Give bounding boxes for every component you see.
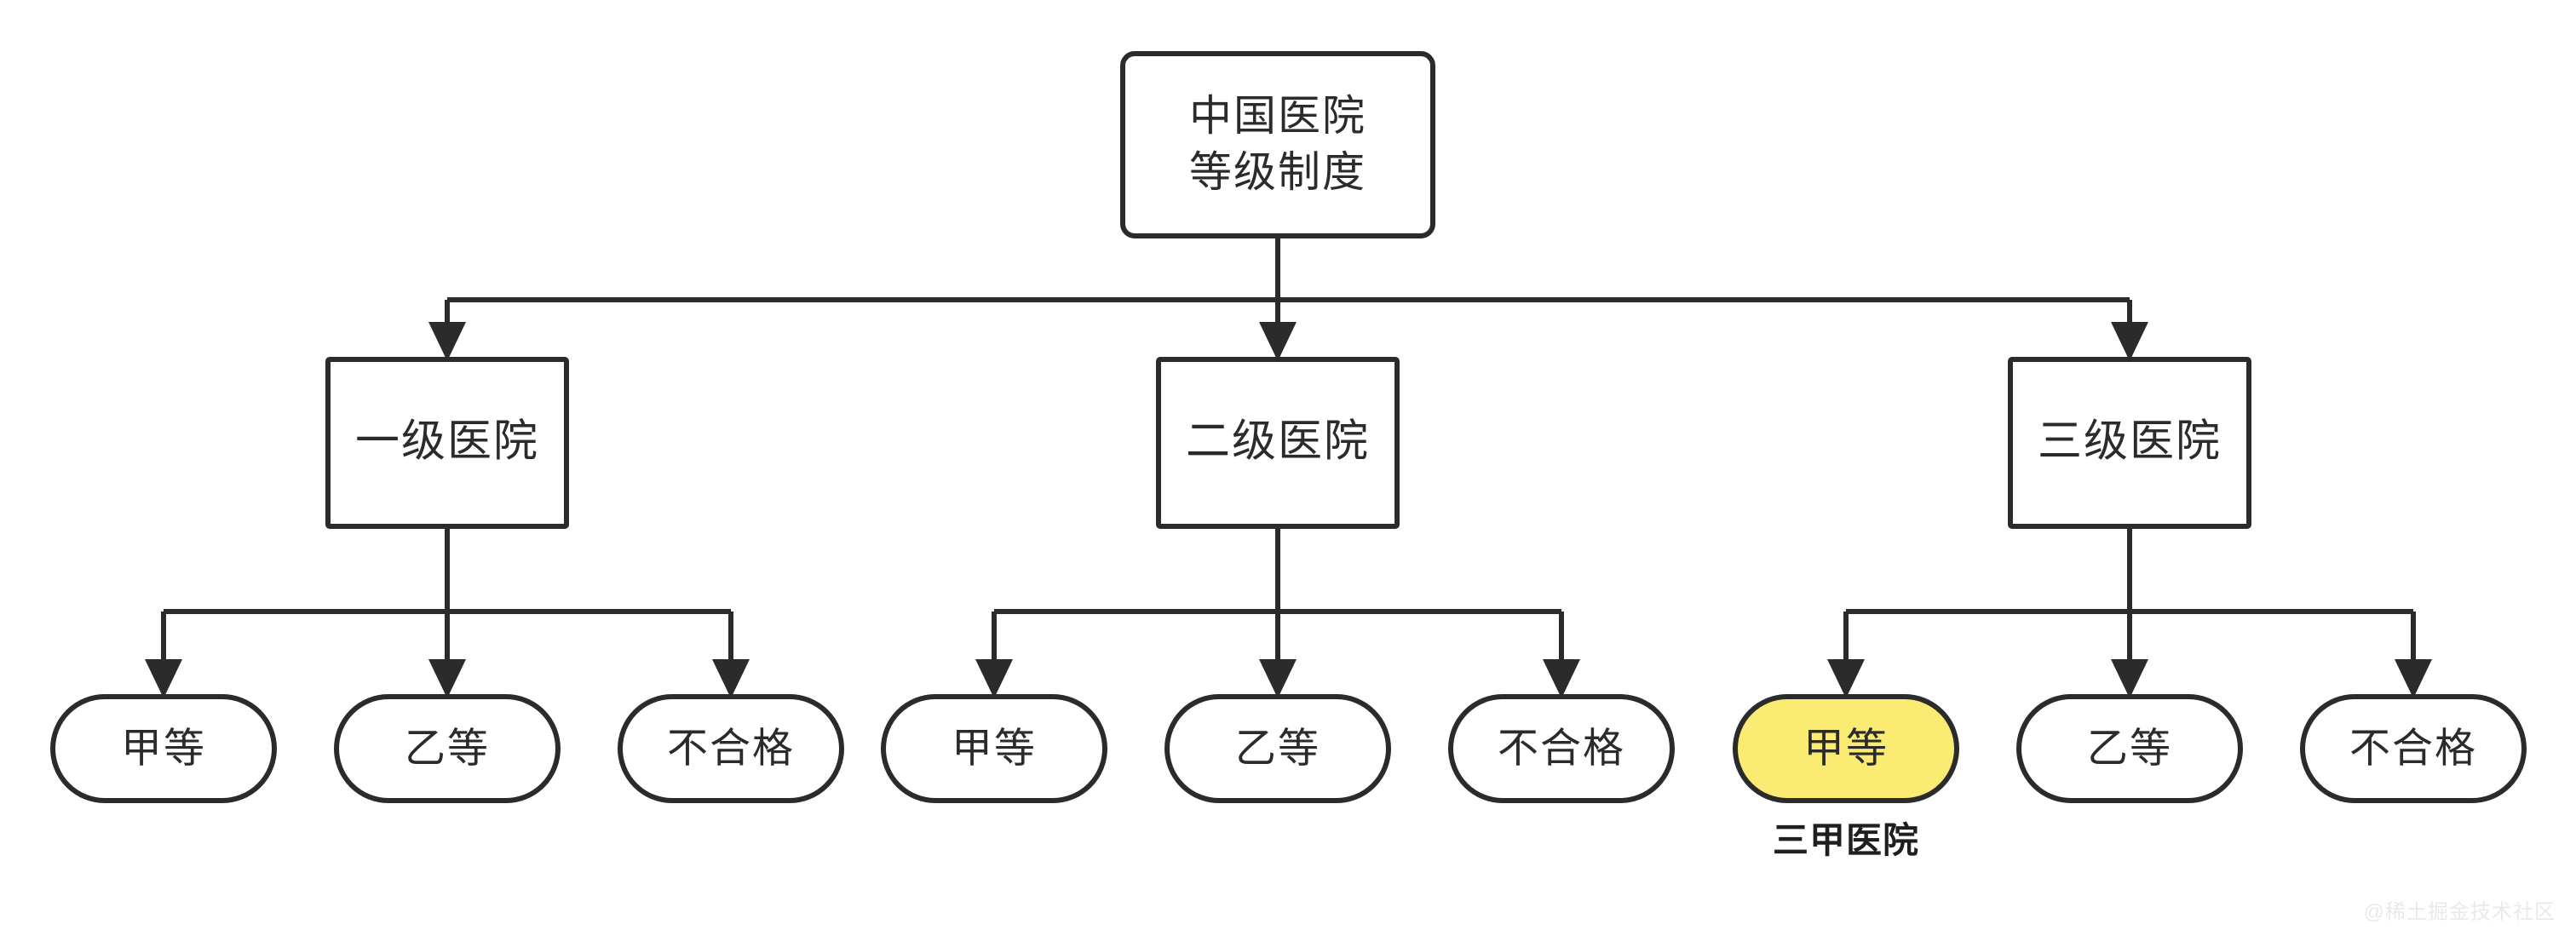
node-l1-b[interactable]: 乙等 — [334, 694, 561, 803]
arrowhead-root-to-level-2 — [1259, 322, 1297, 361]
connector-group-level-1 — [145, 526, 750, 698]
arrowhead-level-3-to-child-1 — [1827, 659, 1865, 698]
node-level-1-shape[interactable] — [325, 357, 569, 529]
arrowhead-level-1-to-child-2 — [428, 659, 466, 698]
node-l1-a-label: 甲等 — [121, 726, 206, 772]
connector-group-level-2 — [975, 526, 1580, 698]
node-root-label-line1: 中国医院 — [1189, 92, 1366, 140]
node-l2-a[interactable]: 甲等 — [881, 694, 1107, 803]
node-l3-b[interactable]: 乙等 — [2016, 694, 2243, 803]
arrowhead-root-to-level-1 — [428, 322, 466, 361]
node-l1-a-shape[interactable] — [50, 694, 277, 803]
connector-group-root — [428, 236, 2148, 361]
arrowhead-level-1-to-child-1 — [145, 659, 182, 698]
node-l2-b-shape[interactable] — [1164, 694, 1391, 803]
node-level-2-shape[interactable] — [1156, 357, 1400, 529]
node-l2-c[interactable]: 不合格 — [1448, 694, 1675, 803]
arrowhead-level-3-to-child-2 — [2111, 659, 2148, 698]
arrowhead-level-3-to-child-3 — [2395, 659, 2432, 698]
node-l3-b-shape[interactable] — [2016, 694, 2243, 803]
node-l3-a-label: 甲等 — [1803, 726, 1889, 772]
node-l1-c-label: 不合格 — [667, 726, 795, 772]
node-level-2-label: 二级医院 — [1186, 417, 1370, 467]
watermark-label: @稀土掘金技术社区 — [2364, 900, 2556, 923]
node-l2-b-label: 乙等 — [1235, 726, 1320, 772]
node-l2-b[interactable]: 乙等 — [1164, 694, 1391, 803]
node-l3-c[interactable]: 不合格 — [2300, 694, 2527, 803]
node-level-1[interactable]: 一级医院 — [325, 357, 569, 529]
node-l2-c-label: 不合格 — [1498, 726, 1625, 772]
node-l1-c-shape[interactable] — [618, 694, 844, 803]
node-l2-a-label: 甲等 — [952, 726, 1037, 772]
node-level-3-label: 三级医院 — [2038, 417, 2222, 467]
node-level-3-shape[interactable] — [2008, 357, 2251, 529]
node-l3-c-label: 不合格 — [2349, 726, 2477, 772]
node-l3-a[interactable]: 甲等 — [1733, 694, 1959, 803]
highlight-caption-label: 三甲医院 — [1773, 820, 1919, 860]
node-root[interactable]: 中国医院 等级制度 — [1120, 51, 1435, 238]
arrowhead-level-1-to-child-3 — [712, 659, 750, 698]
node-l3-c-shape[interactable] — [2300, 694, 2527, 803]
node-l1-b-shape[interactable] — [334, 694, 561, 803]
connector-group-level-3 — [1827, 526, 2432, 698]
node-level-1-label: 一级医院 — [355, 417, 539, 467]
node-l2-a-shape[interactable] — [881, 694, 1107, 803]
node-root-label-line2: 等级制度 — [1189, 148, 1366, 196]
node-l1-b-label: 乙等 — [405, 726, 490, 772]
node-l3-b-label: 乙等 — [2087, 726, 2172, 772]
node-l1-a[interactable]: 甲等 — [50, 694, 277, 803]
node-level-3[interactable]: 三级医院 — [2008, 357, 2251, 529]
node-l1-c[interactable]: 不合格 — [618, 694, 844, 803]
arrowhead-level-2-to-child-3 — [1543, 659, 1580, 698]
node-l2-c-shape[interactable] — [1448, 694, 1675, 803]
arrowhead-level-2-to-child-2 — [1259, 659, 1297, 698]
node-l3-a-shape[interactable] — [1733, 694, 1959, 803]
node-root-shape[interactable] — [1120, 51, 1435, 238]
arrowhead-level-2-to-child-1 — [975, 659, 1013, 698]
node-level-2[interactable]: 二级医院 — [1156, 357, 1400, 529]
arrowhead-root-to-level-3 — [2111, 322, 2148, 361]
